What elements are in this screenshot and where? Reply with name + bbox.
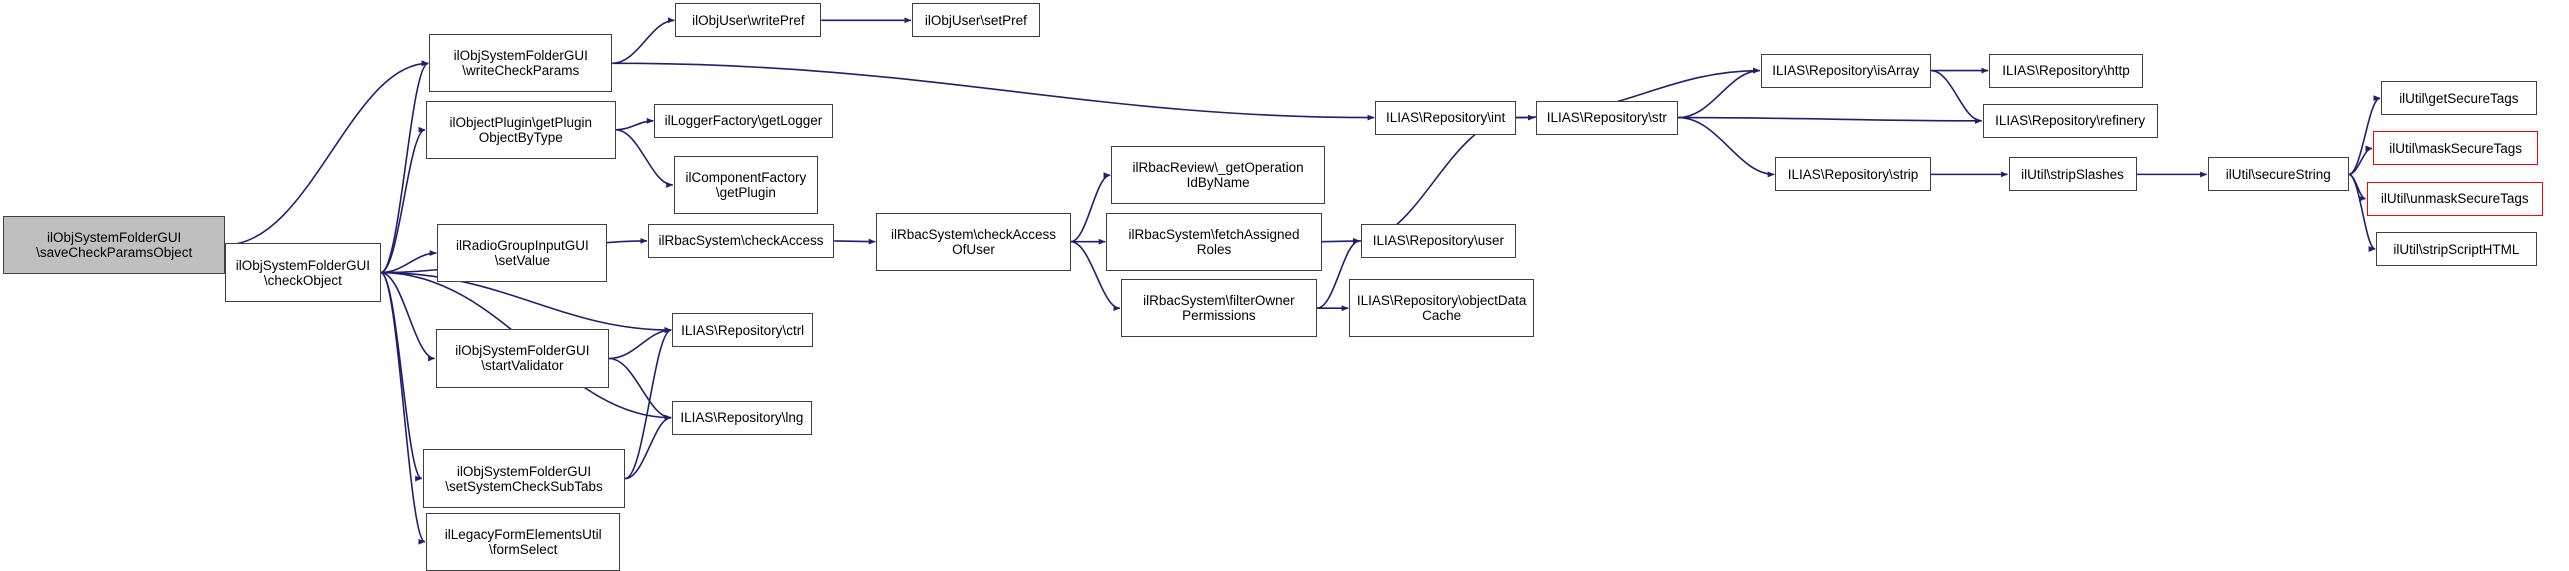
graph-node-label: ilRbacReview\_getOperation IdByName xyxy=(1132,160,1304,191)
graph-node[interactable]: ilLoggerFactory\getLogger xyxy=(654,103,833,138)
graph-node-label: ILIAS\Repository\user xyxy=(1372,233,1505,249)
graph-node-label: ilUtil\getSecureTags xyxy=(2399,90,2519,106)
graph-edge xyxy=(380,271,436,362)
graph-edge xyxy=(612,17,675,65)
graph-node-label: ilUtil\maskSecureTags xyxy=(2389,140,2522,156)
graph-edge xyxy=(380,60,429,274)
graph-node[interactable]: ILIAS\Repository\user xyxy=(1360,223,1517,258)
graph-node-label: ilObjSystemFolderGUI \setSystemCheckSubT… xyxy=(445,463,603,494)
graph-edge xyxy=(608,357,672,421)
graph-node[interactable]: ILIAS\Repository\ctrl xyxy=(672,313,814,348)
graph-node[interactable]: ILIAS\Repository\objectData Cache xyxy=(1349,279,1534,338)
graph-node-label: ilRbacSystem\checkAccess xyxy=(658,233,824,249)
graph-node[interactable]: ILIAS\Repository\strip xyxy=(1775,157,1931,192)
graph-node[interactable]: ilRbacSystem\filterOwner Permissions xyxy=(1120,279,1317,338)
graph-node-label: ILIAS\Repository\str xyxy=(1546,110,1667,126)
graph-node-label: ilLegacyFormElementsUtil \formSelect xyxy=(444,526,602,557)
graph-edge xyxy=(624,327,672,480)
graph-edge xyxy=(1930,69,1982,124)
graph-node-label: ILIAS\Repository\lng xyxy=(680,410,804,426)
graph-node-label: ilObjSystemFolderGUI \checkObject xyxy=(235,257,371,288)
graph-node[interactable]: ilUtil\getSecureTags xyxy=(2381,81,2537,116)
graph-node[interactable]: ILIAS\Repository\http xyxy=(1989,53,2143,88)
graph-node-label: ilUtil\secureString xyxy=(2225,166,2331,182)
graph-edge xyxy=(834,238,876,245)
graph-node[interactable]: ilRbacSystem\checkAccess xyxy=(647,223,835,258)
graph-node[interactable]: ilUtil\stripSlashes xyxy=(2008,157,2137,192)
graph-node-label: ilRbacSystem\checkAccess OfUser xyxy=(890,226,1057,257)
graph-edge xyxy=(2348,173,2366,202)
graph-node-label: ILIAS\Repository\objectData Cache xyxy=(1356,293,1527,324)
graph-edge xyxy=(380,250,437,274)
graph-node[interactable]: ilObjSystemFolderGUI \writeCheckParams xyxy=(429,34,613,93)
graph-node-label: ilRadioGroupInputGUI \setValue xyxy=(455,238,589,269)
graph-edge xyxy=(380,126,426,274)
graph-node[interactable]: ilRadioGroupInputGUI \setValue xyxy=(437,223,608,283)
graph-edge xyxy=(1070,172,1111,243)
graph-edge xyxy=(1321,238,1360,244)
graph-node-label: ilObjUser\writePref xyxy=(692,12,805,28)
graph-node[interactable]: ILIAS\Repository\lng xyxy=(672,400,812,435)
graph-node-label: ilLoggerFactory\getLogger xyxy=(664,113,823,129)
graph-edge xyxy=(1678,116,1775,178)
graph-node[interactable]: ilObjUser\writePref xyxy=(675,3,822,38)
graph-edge xyxy=(380,271,423,482)
graph-node-label: ilUtil\stripScriptHTML xyxy=(2393,241,2520,257)
graph-node-label: ilObjSystemFolderGUI \writeCheckParams xyxy=(453,48,588,79)
graph-node[interactable]: ilRbacSystem\checkAccess OfUser xyxy=(876,212,1071,271)
graph-edge xyxy=(379,271,426,545)
graph-node[interactable]: ILIAS\Repository\refinery xyxy=(1982,103,2158,138)
graph-node[interactable]: ilComponentFactory \getPlugin xyxy=(673,155,818,215)
graph-node-label: ilObjSystemFolderGUI \saveCheckParamsObj… xyxy=(36,229,193,260)
graph-node[interactable]: ilLegacyFormElementsUtil \formSelect xyxy=(426,512,621,571)
graph-edge xyxy=(1678,116,1982,124)
graph-node-label: ILIAS\Repository\isArray xyxy=(1772,63,1920,79)
graph-node-label: ilObjectPlugin\getPlugin ObjectByType xyxy=(449,114,593,145)
graph-edge xyxy=(1359,116,1517,244)
graph-node-label: ilUtil\unmaskSecureTags xyxy=(2380,191,2529,207)
graph-node-label: ilRbacSystem\filterOwner Permissions xyxy=(1143,293,1295,324)
graph-node[interactable]: ILIAS\Repository\int xyxy=(1375,100,1517,135)
graph-node-label: ILIAS\Repository\strip xyxy=(1787,166,1919,182)
graph-node[interactable]: ilRbacSystem\fetchAssigned Roles xyxy=(1106,212,1322,271)
graph-node[interactable]: ilUtil\secureString xyxy=(2207,157,2349,192)
graph-node[interactable]: ilUtil\unmaskSecureTags xyxy=(2366,181,2544,216)
graph-node-label: ILIAS\Repository\ctrl xyxy=(681,322,805,338)
graph-edge xyxy=(615,117,654,131)
graph-node[interactable]: ilObjSystemFolderGUI \checkObject xyxy=(225,243,381,302)
graph-node[interactable]: ilUtil\stripScriptHTML xyxy=(2376,231,2537,267)
graph-node[interactable]: ilUtil\maskSecureTags xyxy=(2373,131,2539,166)
graph-node[interactable]: ilObjUser\setPref xyxy=(911,3,1040,38)
graph-edge xyxy=(1678,67,1761,119)
graph-node-label: ILIAS\Repository\int xyxy=(1386,110,1506,126)
graph-node[interactable]: ILIAS\Repository\str xyxy=(1535,100,1679,135)
graph-node-label: ilComponentFactory \getPlugin xyxy=(685,169,807,200)
graph-node-label: ILIAS\Repository\http xyxy=(2002,63,2130,79)
graph-node[interactable]: ILIAS\Repository\isArray xyxy=(1760,53,1931,88)
graph-edge xyxy=(615,128,674,188)
graph-node[interactable]: ilObjectPlugin\getPlugin ObjectByType xyxy=(426,100,616,159)
graph-node-label: ilUtil\stripSlashes xyxy=(2021,166,2124,182)
graph-node[interactable]: ilRbacReview\_getOperation IdByName xyxy=(1111,145,1325,205)
graph-edge xyxy=(2348,145,2373,176)
graph-node[interactable]: ilObjSystemFolderGUI \startValidator xyxy=(435,329,610,388)
graph-node[interactable]: ilObjSystemFolderGUI \saveCheckParamsObj… xyxy=(3,215,226,275)
graph-node-label: ilObjUser\setPref xyxy=(924,12,1027,28)
graph-edge xyxy=(609,327,672,360)
graph-node-label: ILIAS\Repository\refinery xyxy=(1995,113,2146,129)
graph-node-label: ilRbacSystem\fetchAssigned Roles xyxy=(1128,226,1300,257)
graph-edge xyxy=(625,414,672,480)
graph-edge xyxy=(225,60,429,246)
graph-node[interactable]: ilObjSystemFolderGUI \setSystemCheckSubT… xyxy=(422,449,626,508)
graph-node-label: ilObjSystemFolderGUI \startValidator xyxy=(455,343,590,374)
